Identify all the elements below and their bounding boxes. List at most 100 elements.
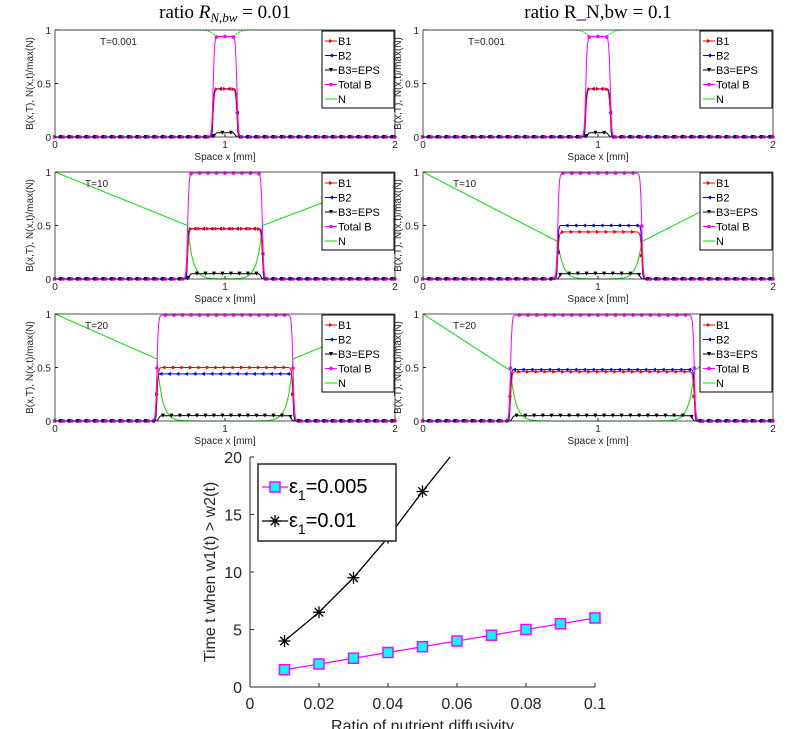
asterisk-stroke	[314, 607, 324, 617]
series-B3-marker	[203, 271, 208, 276]
legend-B2-marker	[329, 53, 333, 58]
series-B1-marker	[639, 253, 644, 258]
series-B1-marker	[622, 369, 627, 374]
time-label: T=0.001	[100, 37, 137, 48]
legend-B2-label: B2	[716, 193, 729, 205]
series-B3-marker	[584, 271, 589, 276]
series-B1-marker	[561, 369, 565, 374]
series-B1-marker	[596, 369, 600, 374]
y-tick-label: 0.5	[37, 364, 51, 375]
series-B3-marker	[567, 271, 572, 276]
series-B3-marker	[637, 413, 642, 418]
series-total-marker	[692, 366, 697, 370]
legend-total-marker	[329, 366, 333, 371]
series-B1-marker	[197, 365, 202, 370]
legend-total-label: Total B	[716, 222, 750, 234]
legend-B2-marker	[329, 195, 333, 200]
series-B2-marker	[243, 371, 248, 376]
series-B3-marker	[211, 271, 216, 276]
x-axis-label: Space x [mm]	[194, 436, 255, 447]
legend-B2-marker	[707, 195, 711, 200]
series-B1-marker	[692, 394, 697, 399]
legend-B2-label: B2	[338, 51, 351, 63]
series-B2-marker	[251, 371, 256, 376]
series-B3-marker	[602, 130, 607, 135]
legend-total-marker	[329, 224, 333, 229]
series-B2-marker	[573, 367, 578, 372]
series-total-marker	[223, 34, 227, 39]
series-B3-marker	[262, 413, 267, 418]
x-tick-label: 2	[392, 140, 398, 151]
x-tick-label: 2	[770, 424, 776, 435]
y-tick-label: 0	[233, 680, 242, 697]
series-B1-marker	[223, 365, 227, 370]
series-B3-marker	[220, 413, 225, 418]
legend-B3-marker	[707, 352, 711, 356]
series-B1-marker	[526, 369, 530, 374]
series-B2-marker	[564, 223, 569, 228]
x-tick-label: 1	[222, 282, 228, 293]
series-B2-marker	[200, 371, 205, 376]
legend-B1-marker	[707, 181, 711, 185]
series-B2-marker	[529, 367, 534, 372]
series-B1-marker	[569, 229, 574, 234]
x-tick-label: 0	[246, 696, 255, 713]
series-B1-marker	[534, 369, 539, 374]
legend-B3-marker	[707, 68, 711, 72]
y-tick-label: 1	[413, 310, 419, 321]
epsilon-symbol: ε	[289, 476, 298, 498]
series-B1-marker	[639, 369, 644, 374]
x-tick-label: 1	[595, 424, 601, 435]
series-B1-marker	[172, 365, 176, 370]
series-B2-marker	[582, 223, 586, 228]
series-B1-marker	[282, 365, 287, 370]
series-B3-marker	[549, 413, 554, 418]
legend-label: ε1=0.01	[289, 510, 356, 537]
series-B3-marker	[194, 271, 199, 276]
x-tick-label: 1	[595, 282, 601, 293]
series-B1-marker	[240, 365, 244, 370]
series-B1-marker	[604, 87, 609, 92]
series-B2-marker	[617, 367, 621, 372]
legend-B3-marker	[329, 68, 333, 72]
y-tick-label: 0	[45, 417, 51, 428]
series-B3-marker	[593, 413, 598, 418]
y-tick-label: 0.5	[405, 364, 419, 375]
series-B3-marker	[211, 413, 216, 418]
series-B3-marker	[271, 413, 276, 418]
series-B1-marker	[257, 227, 261, 232]
legend-B1-label: B1	[338, 320, 351, 332]
data-point-square	[451, 635, 463, 647]
x-tick-label: 1	[222, 140, 228, 151]
legend-N-label: N	[716, 378, 724, 390]
legend-box	[257, 463, 397, 542]
series-total-marker	[155, 366, 159, 370]
series-B1-marker	[180, 365, 185, 370]
y-tick-label: 1	[45, 26, 51, 37]
x-tick-label: 0.06	[441, 696, 472, 713]
x-tick-label: 1	[595, 140, 601, 151]
series-B1-marker	[622, 229, 627, 234]
series-B3-marker	[593, 271, 598, 276]
legend-B2-label: B2	[716, 51, 729, 63]
series-total-marker	[587, 35, 592, 39]
legend-B2-marker	[707, 53, 711, 58]
series-B3-marker	[619, 413, 624, 418]
series-B3-marker	[610, 271, 615, 276]
series-B2-marker	[590, 223, 595, 228]
legend-total-label: Total B	[338, 364, 372, 376]
series-total-marker	[231, 35, 236, 39]
series-B3-marker	[584, 413, 589, 418]
legend-total-marker	[707, 366, 711, 371]
series-total-marker	[189, 171, 193, 176]
series-B3-marker	[654, 413, 659, 418]
legend-total-marker	[707, 82, 711, 87]
data-point-square	[313, 658, 325, 670]
data-point-square	[382, 646, 394, 659]
series-B3-marker	[672, 413, 677, 418]
